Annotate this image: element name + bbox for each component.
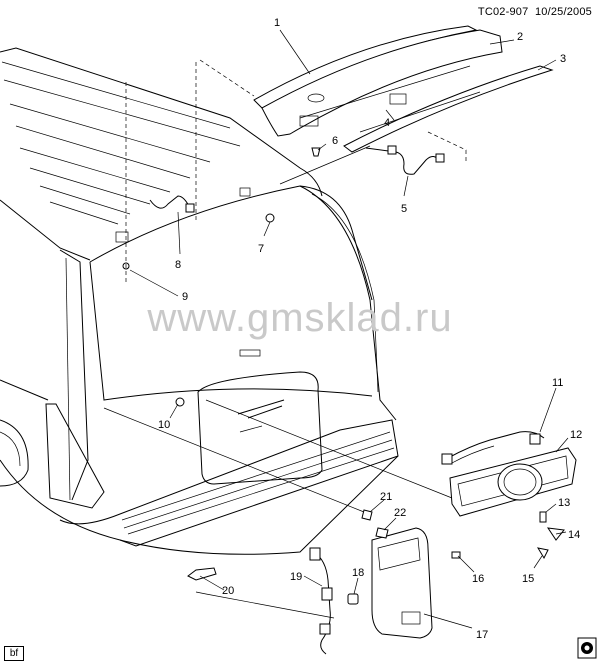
corner-tag: bf (4, 646, 24, 661)
liftgate-wiring-harness (149, 195, 195, 213)
callout-3: 3 (560, 53, 566, 65)
vehicle-body (0, 47, 399, 555)
diagram-date: 10/25/2005 (534, 6, 592, 18)
callout-11: 11 (552, 377, 563, 389)
callout-15: 15 (522, 573, 534, 585)
fasteners (122, 147, 565, 605)
callout-8: 8 (175, 259, 181, 271)
callout-16: 16 (472, 573, 484, 585)
harness-bracket (187, 567, 217, 581)
liftgate-applique (449, 447, 577, 517)
callout-2: 2 (517, 31, 523, 43)
callout-13: 13 (558, 497, 570, 509)
diagram-code-header: TC02-907 10/25/2005 (478, 6, 592, 18)
callout-10: 10 (158, 419, 170, 431)
applique-wiring-harness (441, 431, 545, 465)
callout-17: 17 (476, 629, 488, 641)
callout-labels: 1 2 3 4 5 6 7 8 9 10 11 12 13 14 15 16 1… (158, 17, 582, 641)
tail-lamp (371, 527, 433, 639)
reference-lines (103, 29, 569, 629)
callout-12: 12 (570, 429, 582, 441)
callout-9: 9 (182, 291, 188, 303)
callout-14: 14 (568, 529, 580, 541)
chmsl-wiring-harness (365, 145, 445, 175)
callout-7: 7 (258, 243, 264, 255)
callout-18: 18 (352, 567, 364, 579)
callout-4: 4 (384, 117, 390, 129)
callout-20: 20 (222, 585, 234, 597)
callout-21: 21 (380, 491, 392, 503)
callout-6: 6 (332, 135, 338, 147)
callout-22: 22 (394, 507, 406, 519)
tail-lamp-harness (309, 547, 333, 655)
watermark: www.gmsklad.ru (147, 296, 453, 340)
callout-5: 5 (401, 203, 407, 215)
diagram-code: TC02-907 (477, 6, 529, 18)
spoiler-assembly (253, 25, 554, 153)
callout-1: 1 (274, 17, 280, 29)
callout-19: 19 (290, 571, 302, 583)
wheel-in-box-icon (577, 637, 597, 659)
